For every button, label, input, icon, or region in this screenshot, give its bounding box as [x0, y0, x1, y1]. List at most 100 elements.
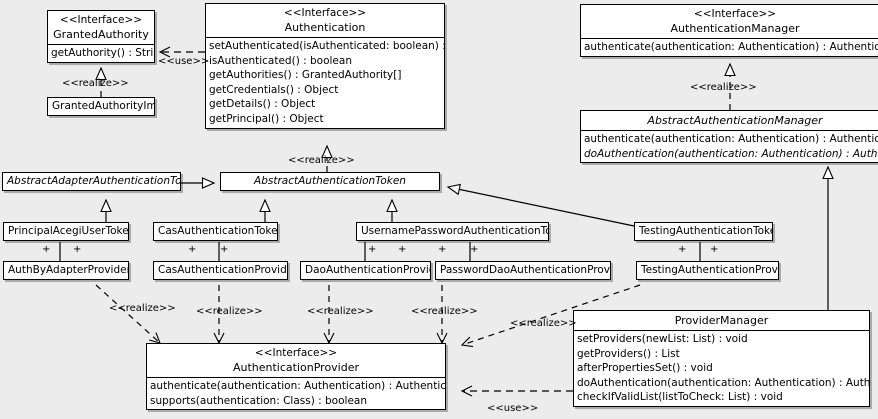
method-item: checkIfValidList(listToCheck: List) : vo… — [577, 391, 783, 404]
class-name: AuthenticationManager — [670, 22, 800, 35]
class-methods: authenticate(authentication: Authenticat… — [147, 378, 445, 409]
class-granted-authority-impl[interactable]: GrantedAuthorityImpl — [47, 97, 155, 116]
stereotype-label: <<Interface>> — [693, 8, 777, 20]
class-divider — [147, 377, 445, 378]
method-item: authenticate(authentication: Authenticat… — [584, 133, 878, 145]
assoc-marker-plus: + — [678, 244, 687, 255]
method-item: getPrincipal() : Object — [209, 112, 324, 125]
method-item: doAuthentication(authentication: Authent… — [584, 147, 878, 160]
class-password-dao-authentication-provider[interactable]: PasswordDaoAuthenticationProvider — [435, 261, 611, 280]
assoc-marker-plus: + — [73, 244, 82, 255]
class-name: TestingAuthenticationProvider — [641, 264, 778, 276]
class-divider — [581, 38, 878, 39]
class-name: PrincipalAcegiUserToken — [8, 225, 129, 237]
label-realize-granted-authority: <<realize>> — [62, 78, 129, 89]
stereotype-label: <<Interface>> — [59, 14, 143, 26]
method-item: authenticate(authentication: Authenticat… — [150, 380, 446, 392]
class-username-password-authentication-token[interactable]: UsernamePasswordAuthenticationToken — [356, 222, 549, 241]
line-generalize-testing-token — [446, 183, 635, 227]
class-name: AbstractAdapterAuthenticationToken — [7, 175, 181, 187]
class-abstract-authentication-token[interactable]: AbstractAuthenticationToken — [220, 172, 440, 191]
method-item: doAuthentication(authentication: Authent… — [577, 376, 870, 389]
class-methods: getAuthority() : String — [48, 45, 154, 62]
class-name: TestingAuthenticationToken — [639, 225, 773, 237]
class-header: TestingAuthenticationProvider — [637, 262, 778, 279]
class-header: <<Interface>> GrantedAuthority — [48, 11, 154, 44]
label-realize-authentication-manager: <<realize>> — [690, 82, 757, 93]
method-item: getAuthority() : String — [51, 47, 154, 59]
assoc-marker-plus: + — [368, 244, 377, 255]
class-cas-authentication-provider[interactable]: CasAuthenticationProvider — [153, 261, 288, 280]
class-header: <<Interface>> AuthenticationManager — [581, 5, 878, 38]
assoc-marker-plus: + — [220, 244, 229, 255]
label-realize-password-dao: <<realize>> — [411, 306, 478, 317]
assoc-marker-plus: + — [470, 244, 479, 255]
class-divider — [48, 44, 154, 45]
class-name: AbstractAuthenticationToken — [254, 175, 406, 187]
class-header: AuthByAdapterProvider — [4, 262, 128, 279]
class-name: AbstractAuthenticationManager — [647, 114, 823, 127]
assoc-marker-plus: + — [42, 244, 51, 255]
class-granted-authority[interactable]: <<Interface>> GrantedAuthority getAuthor… — [47, 10, 155, 63]
class-methods: authenticate(authentication: Authenticat… — [581, 131, 878, 162]
class-auth-by-adapter-provider[interactable]: AuthByAdapterProvider — [3, 261, 129, 280]
method-item: supports(authentication: Class) : boolea… — [150, 394, 367, 407]
method-item: getCredentials() : Object — [209, 83, 339, 96]
class-cas-authentication-token[interactable]: CasAuthenticationToken — [153, 222, 278, 241]
class-testing-authentication-provider[interactable]: TestingAuthenticationProvider — [636, 261, 779, 280]
label-realize-authentication: <<realize>> — [288, 155, 355, 166]
class-name: CasAuthenticationProvider — [158, 264, 288, 276]
class-authentication-manager[interactable]: <<Interface>> AuthenticationManager auth… — [580, 4, 878, 57]
class-header: <<Interface>> AuthenticationProvider — [147, 344, 445, 377]
label-realize-testing: <<realize>> — [510, 318, 577, 329]
label-use-provider-manager: <<use>> — [487, 403, 539, 414]
assoc-marker-plus: + — [398, 244, 407, 255]
class-abstract-adapter-authentication-token[interactable]: AbstractAdapterAuthenticationToken — [2, 172, 181, 191]
class-header: GrantedAuthorityImpl — [48, 98, 154, 115]
method-item: authenticate(authentication: Authenticat… — [584, 41, 878, 53]
class-name: UsernamePasswordAuthenticationToken — [361, 225, 548, 237]
class-header: <<Interface>> Authentication — [206, 4, 444, 37]
class-authentication-provider[interactable]: <<Interface>> AuthenticationProvider aut… — [146, 343, 446, 411]
class-header: CasAuthenticationProvider — [154, 262, 287, 279]
class-principal-acegi-user-token[interactable]: PrincipalAcegiUserToken — [3, 222, 129, 241]
class-name: DaoAuthenticationProvider — [305, 264, 430, 276]
class-divider — [581, 130, 878, 131]
method-item: setProviders(newList: List) : void — [577, 333, 748, 345]
assoc-marker-plus: + — [710, 244, 719, 255]
stereotype-label: <<Interface>> — [283, 7, 367, 19]
class-name: GrantedAuthorityImpl — [52, 100, 155, 112]
class-provider-manager[interactable]: ProviderManager setProviders(newList: Li… — [573, 310, 870, 407]
class-divider — [574, 330, 869, 331]
class-name: PasswordDaoAuthenticationProvider — [440, 264, 610, 276]
class-abstract-authentication-manager[interactable]: AbstractAuthenticationManager authentica… — [580, 110, 878, 164]
class-dao-authentication-provider[interactable]: DaoAuthenticationProvider — [300, 261, 431, 280]
stereotype-label: <<Interface>> — [254, 347, 338, 359]
method-item: getAuthorities() : GrantedAuthority[] — [209, 69, 402, 82]
label-realize-auth-by-adapter: <<realize>> — [109, 303, 176, 314]
class-header: TestingAuthenticationToken — [635, 223, 772, 240]
class-authentication[interactable]: <<Interface>> Authentication setAuthenti… — [205, 3, 445, 129]
assoc-marker-plus: + — [438, 244, 447, 255]
class-header: ProviderManager — [574, 311, 869, 330]
method-item: getDetails() : Object — [209, 98, 316, 111]
label-realize-cas: <<realize>> — [196, 306, 263, 317]
class-name: AuthenticationProvider — [232, 361, 360, 374]
class-divider — [206, 37, 444, 38]
method-item: getProviders() : List — [577, 347, 680, 360]
class-header: DaoAuthenticationProvider — [301, 262, 430, 279]
class-header: AbstractAuthenticationToken — [221, 173, 439, 190]
class-name: Authentication — [284, 21, 366, 34]
class-name: AuthByAdapterProvider — [8, 264, 129, 276]
class-header: AbstractAuthenticationManager — [581, 111, 878, 130]
class-name: CasAuthenticationToken — [158, 225, 278, 237]
class-name: GrantedAuthority — [53, 28, 149, 41]
class-testing-authentication-token[interactable]: TestingAuthenticationToken — [634, 222, 773, 241]
label-realize-dao: <<realize>> — [307, 306, 374, 317]
class-header: CasAuthenticationToken — [154, 223, 277, 240]
class-methods: setAuthenticated(isAuthenticated: boolea… — [206, 38, 444, 128]
class-name: ProviderManager — [674, 314, 769, 327]
class-header: PrincipalAcegiUserToken — [4, 223, 128, 240]
method-item: afterPropertiesSet() : void — [577, 362, 713, 375]
